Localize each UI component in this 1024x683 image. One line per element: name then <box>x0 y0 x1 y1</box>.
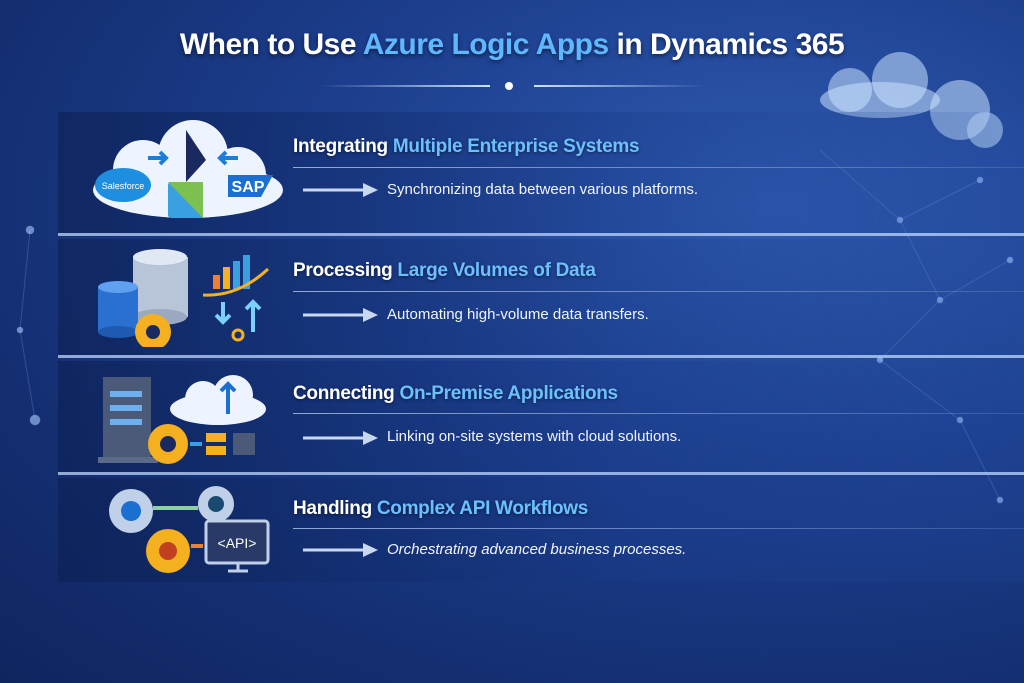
arrow-right-icon <box>303 308 378 322</box>
item-description: Automating high-volume data transfers. <box>387 306 649 323</box>
salesforce-logo: Salesforce <box>102 181 145 191</box>
item-heading: Handling Complex API Workflows <box>293 498 589 519</box>
arrow-right-icon <box>303 183 378 197</box>
divider <box>293 291 1024 292</box>
item-heading: Connecting On-Premise Applications <box>293 383 618 404</box>
cloud-integration-icon: Salesforce SAP <box>93 120 283 218</box>
item-processing-data: Processing Large Volumes of Data Automat… <box>58 239 1024 358</box>
item-description: Orchestrating advanced business processe… <box>387 541 687 558</box>
arrow-right-icon <box>303 431 378 445</box>
building-cloud-icon <box>98 375 266 464</box>
api-label: <API> <box>218 535 257 551</box>
divider <box>293 413 1024 414</box>
item-heading: Processing Large Volumes of Data <box>293 260 596 281</box>
title-divider <box>320 82 704 90</box>
item-connecting-onpremise: Connecting On-Premise Applications Linki… <box>58 361 1024 475</box>
divider <box>293 167 1024 168</box>
item-heading: Integrating Multiple Enterprise Systems <box>293 136 640 157</box>
database-processing-icon <box>98 249 270 347</box>
item-description: Synchronizing data between various platf… <box>387 181 699 198</box>
sap-logo: SAP <box>232 179 265 196</box>
arrow-right-icon <box>303 543 378 557</box>
api-gears-icon: <API> <box>109 486 270 573</box>
item-description: Linking on-site systems with cloud solut… <box>387 428 682 445</box>
item-integrating-systems: Salesforce SAP Integrating Multiple Ente… <box>58 112 1024 236</box>
item-api-workflows: <API> Handling Complex API Workflows Orc… <box>58 478 1024 582</box>
page-title: When to Use Azure Logic Apps in Dynamics… <box>179 28 845 61</box>
title-highlight: Azure Logic Apps <box>362 28 609 61</box>
divider <box>293 528 1024 529</box>
